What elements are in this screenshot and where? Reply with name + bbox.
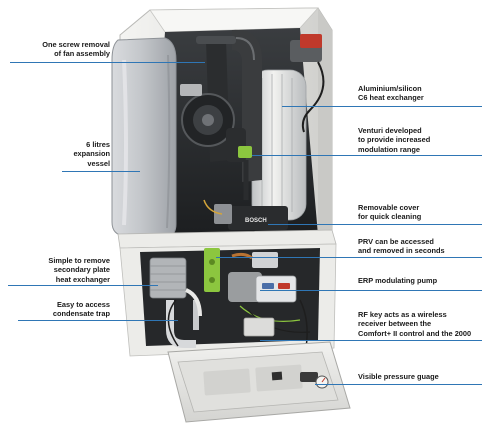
callout-vessel: 6 litres expansion vessel (73, 140, 110, 168)
leader-line-trap (18, 320, 178, 321)
callout-trap: Easy to access condensate trap (52, 300, 110, 319)
leader-line-plate (8, 285, 158, 286)
callout-cover: Removable cover for quick cleaning (358, 203, 422, 222)
prv-icon (204, 248, 278, 292)
fan-assembly-icon (180, 84, 246, 162)
callout-exchanger: Aluminium/silicon C6 heat exchanger (358, 84, 424, 103)
callout-rfkey: RF key acts as a wireless receiver betwe… (358, 310, 472, 338)
control-panel-icon (167, 341, 351, 423)
rf-key-icon (243, 317, 275, 337)
leader-line-venturi (252, 155, 482, 156)
leader-line-fan (10, 62, 205, 63)
leader-line-rfkey (260, 340, 482, 341)
leader-line-vessel (62, 171, 140, 172)
callout-plate: Simple to remove secondary plate heat ex… (48, 256, 110, 284)
plate-heat-exchanger-icon (149, 257, 187, 299)
venturi-icon (238, 146, 252, 200)
leader-line-cover (268, 224, 482, 225)
callout-gauge: Visible pressure guage (358, 372, 439, 381)
callout-venturi: Venturi developed to provide increased m… (358, 126, 431, 154)
leader-line-gauge (315, 384, 482, 385)
heat-exchanger-icon (251, 34, 325, 221)
expansion-vessel-icon (111, 37, 177, 237)
leader-line-exchanger (282, 106, 482, 107)
pump-icon (228, 272, 297, 303)
callout-fan: One screw removal of fan assembly (42, 40, 110, 59)
leader-line-prv (216, 257, 482, 258)
svg-text:BOSCH: BOSCH (245, 218, 267, 224)
callout-prv: PRV can be accessed and removed in secon… (358, 237, 445, 256)
pressure-gauge-icon (300, 372, 329, 389)
callout-pump: ERP modulating pump (358, 276, 438, 285)
leader-line-pump (260, 290, 482, 291)
